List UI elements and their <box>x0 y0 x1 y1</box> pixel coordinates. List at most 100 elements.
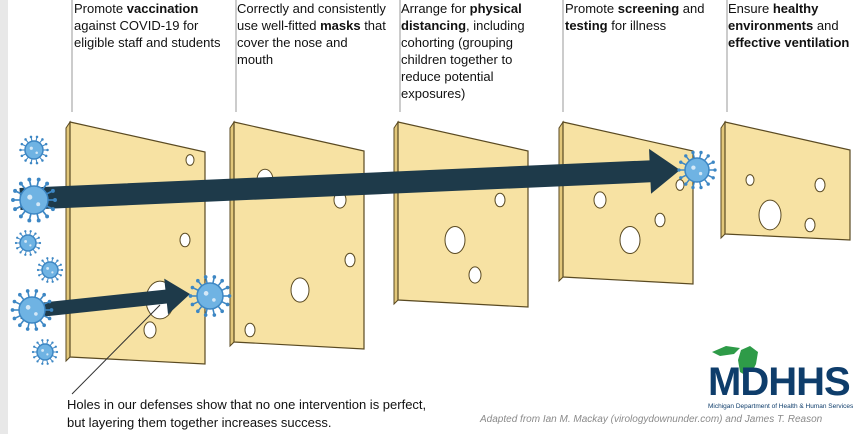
logo-wordmark: MDHHS <box>708 360 851 404</box>
virus-spike-tip <box>190 285 195 290</box>
virus-dot <box>212 298 216 302</box>
virus-spike-tip <box>44 154 48 158</box>
virus-icon <box>11 177 57 223</box>
virus-spike-tip <box>56 278 59 281</box>
virus-body <box>19 234 37 252</box>
virus-spike-tip <box>36 218 41 223</box>
virus-spike-tip <box>29 161 33 165</box>
virus-spike-tip <box>50 188 55 193</box>
virus-spike-tip <box>11 198 15 202</box>
virus-spike-tip <box>19 148 22 152</box>
virus-spike-tip <box>16 247 19 250</box>
cheese-slice <box>65 120 206 365</box>
virus-spike-tip <box>13 207 18 212</box>
virus-body <box>19 185 49 215</box>
credit-line: Adapted from Ian M. Mackay (virologydown… <box>480 414 823 425</box>
virus-spike-tip <box>54 356 57 359</box>
cheese-hole <box>619 226 641 254</box>
footnote-pointer <box>71 304 161 395</box>
virus-spike-tip <box>18 292 22 297</box>
virus-spike-tip <box>18 181 23 186</box>
virus-dot <box>698 171 703 176</box>
transmission-arrow-main <box>19 148 680 210</box>
virus-spike-tip <box>34 327 39 331</box>
virus-spike-tip <box>18 323 22 328</box>
virus-spike-tip <box>46 280 49 283</box>
virus-spike-tip <box>212 275 217 279</box>
virus-spike-tip <box>38 241 42 245</box>
virus-spike-tip <box>53 198 57 202</box>
virus-spike-tip <box>50 207 55 212</box>
virus-spike-tip <box>711 176 715 180</box>
layer-label-vaccination: Promote vaccination against COVID-19 for… <box>74 1 221 50</box>
cheese-hole <box>494 192 506 208</box>
virus-spike-tip <box>14 241 18 245</box>
virus-spike-tip <box>10 308 15 312</box>
virus-spike-tip <box>713 168 717 172</box>
cheese-face <box>724 121 851 241</box>
virus-spike-tip <box>12 299 17 304</box>
virus-icon <box>19 135 49 165</box>
virus-spike-tip <box>35 161 39 165</box>
virus-spike-tip <box>42 323 46 328</box>
cheese-hole <box>654 212 666 228</box>
cheese-face <box>233 121 365 350</box>
virus-spike-tip <box>706 182 710 186</box>
virus-spike-tip <box>34 289 39 293</box>
michigan-icon <box>712 346 758 375</box>
transmission-arrow-lower <box>19 278 191 319</box>
virus-spike-tip <box>691 185 695 190</box>
virus-spike-tip <box>37 236 40 239</box>
virus-spike-tip <box>684 154 688 158</box>
virus-spike-tip <box>34 251 37 254</box>
virus-spike-tip <box>41 362 44 365</box>
virus-spike-tip <box>41 278 44 281</box>
virus-dot <box>51 271 54 274</box>
virus-spike-tip <box>19 232 22 235</box>
virus-spike-tip <box>699 150 703 155</box>
virus-spike-tip <box>54 345 57 348</box>
virus-spike-tip <box>16 236 19 239</box>
virus-spike-tip <box>36 268 40 272</box>
layer-label-ventilation: Ensure healthy environments and effectiv… <box>728 1 850 50</box>
left-border <box>0 0 8 434</box>
virus-spike-tip <box>24 230 27 233</box>
cheese-hole <box>244 322 256 338</box>
virus-spike-tip <box>196 309 200 314</box>
virus-spike-tip <box>13 188 18 193</box>
virus-icon <box>14 230 42 256</box>
virus-spike-tip <box>60 268 64 272</box>
virus-spike-tip <box>220 309 224 314</box>
cheese-hole <box>143 321 157 339</box>
virus-dot <box>34 312 38 316</box>
cheese-hole <box>468 266 482 284</box>
virus-spike-tip <box>31 350 35 354</box>
virus-spike-tip <box>42 292 46 297</box>
virus-body <box>24 140 44 160</box>
virus-spike-tip <box>212 313 217 317</box>
virus-spike-tip <box>55 350 59 354</box>
cheese-hole <box>758 199 782 231</box>
virus-dot <box>203 291 209 296</box>
cheese-hole <box>344 252 356 268</box>
virus-spike-tip <box>33 345 36 348</box>
virus-spike-tip <box>46 362 49 365</box>
virus-dot <box>29 244 32 247</box>
virus-spike-tip <box>29 230 32 233</box>
virus-spike-tip <box>25 289 30 293</box>
virus-body <box>36 343 54 361</box>
cheese-hole <box>593 191 607 209</box>
virus-spike-tip <box>679 176 683 180</box>
layer-label-screening: Promote screening and testing for illnes… <box>565 1 705 33</box>
virus-body <box>41 261 59 279</box>
cheese-hole <box>185 154 195 166</box>
virus-spike-tip <box>38 274 41 277</box>
virus-dot <box>27 194 33 200</box>
virus-body <box>18 296 46 324</box>
virus-spike-tip <box>37 247 40 250</box>
virus-spike-tip <box>677 168 681 172</box>
virus-spike-tip <box>47 316 52 321</box>
michigan-lower <box>738 346 758 375</box>
virus-spike-tip <box>47 299 52 304</box>
cheese-hole <box>179 232 191 248</box>
